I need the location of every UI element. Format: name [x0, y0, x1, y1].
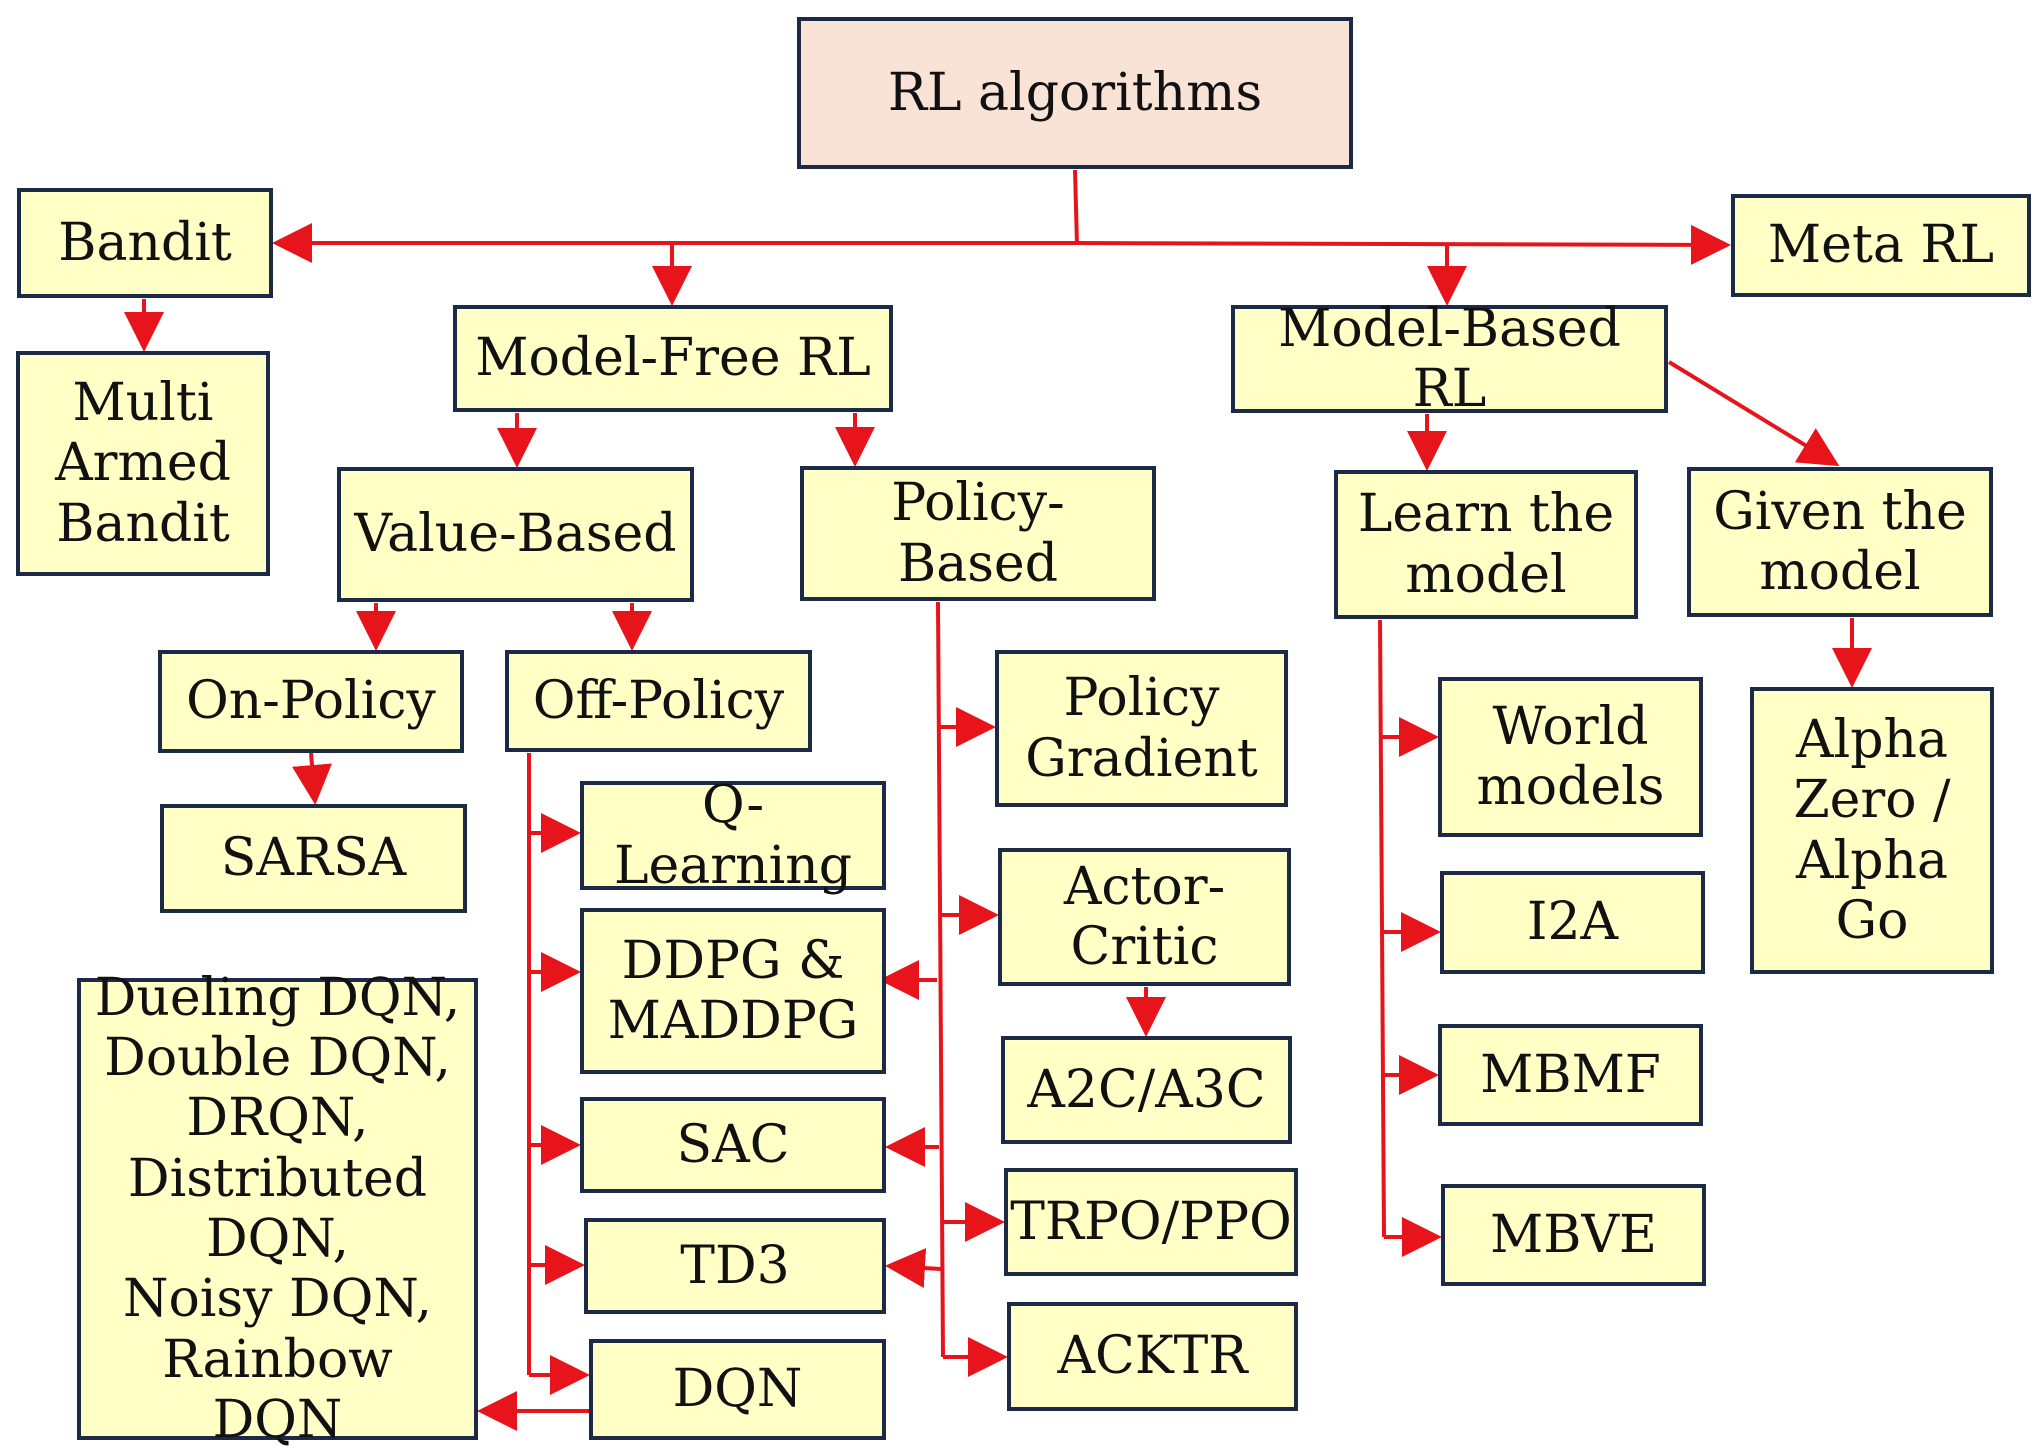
edge-root-trunk	[1073, 169, 1079, 246]
node-off-policy: Off-Policy	[505, 650, 812, 752]
node-value-based: Value-Based	[337, 467, 694, 602]
node-mbve: MBVE	[1441, 1184, 1706, 1286]
node-actor-critic: Actor- Critic	[998, 848, 1291, 986]
node-model-based-rl: Model-Based RL	[1231, 299, 1668, 419]
node-model-free-rl: Model-Free RL	[453, 305, 893, 412]
node-learn-the-model: Learn the model	[1334, 470, 1638, 619]
edge-policy-based-to-td3	[885, 1248, 942, 1289]
node-mbmf: MBMF	[1438, 1024, 1703, 1126]
node-multi-armed-bandit: Multi Armed Bandit	[16, 351, 270, 576]
edge-root-to-meta-rl	[1076, 224, 1731, 265]
node-trpo-ppo: TRPO/PPO	[1004, 1168, 1298, 1276]
node-ddpg-maddpg: DDPG & MADDPG	[580, 908, 886, 1074]
edge-policy-based-trunk	[936, 601, 945, 1358]
node-policy-gradient: Policy Gradient	[995, 650, 1288, 807]
node-sarsa: SARSA	[160, 804, 467, 913]
node-td3: TD3	[584, 1218, 886, 1314]
node-on-policy: On-Policy	[158, 650, 464, 753]
node-alphazero-alphago: Alpha Zero / Alpha Go	[1750, 687, 1994, 974]
node-policy-based: Policy-Based	[800, 466, 1156, 601]
edge-learn-trunk	[1378, 619, 1386, 1238]
node-i2a: I2A	[1440, 871, 1705, 974]
node-dqn: DQN	[589, 1339, 886, 1440]
node-acktr: ACKTR	[1007, 1302, 1298, 1411]
node-bandit: Bandit	[17, 188, 273, 298]
node-meta-rl: Meta RL	[1731, 194, 2031, 297]
node-rl-algorithms: RL algorithms	[797, 17, 1353, 169]
edge-model-based-to-given	[1667, 360, 1840, 467]
node-q-learning: Q-Learning	[580, 775, 886, 896]
edge-on-policy-to-sarsa	[292, 752, 332, 805]
node-a2c-a3c: A2C/A3C	[1001, 1036, 1292, 1144]
node-world-models: World models	[1438, 677, 1703, 837]
node-dqn-variants: Dueling DQN, Double DQN, DRQN, Distribut…	[77, 968, 478, 1450]
node-sac: SAC	[580, 1097, 886, 1193]
node-given-the-model: Given the model	[1687, 467, 1993, 617]
